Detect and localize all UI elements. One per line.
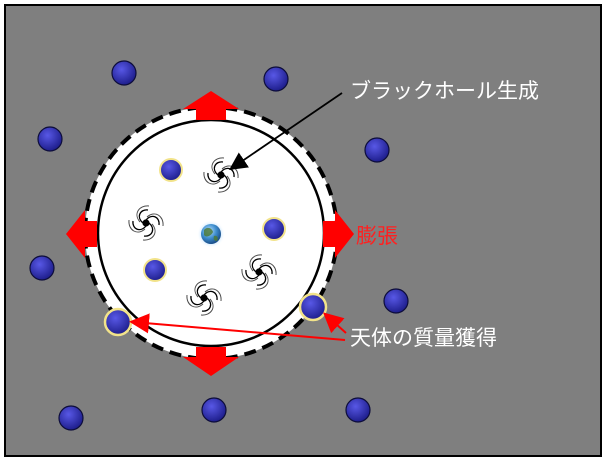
mass-gain-pointer-arrow-left <box>129 313 346 341</box>
celestial-body <box>37 126 63 152</box>
celestial-body-highlighted <box>143 258 167 282</box>
celestial-body <box>383 288 409 314</box>
celestial-body-highlighted <box>103 307 133 337</box>
celestial-body <box>364 137 390 163</box>
celestial-body <box>201 397 227 423</box>
inner-celestial-bodies <box>143 158 286 282</box>
red-arrow-icon <box>183 347 239 376</box>
black-hole-formation-label: ブラックホール生成 <box>350 79 539 103</box>
mass-gain-label: 天体の質量獲得 <box>350 326 497 350</box>
celestial-body <box>111 60 137 86</box>
expansion-arrows <box>66 91 354 376</box>
celestial-body <box>58 405 84 431</box>
red-arrow-icon <box>66 210 97 258</box>
expansion-label: 膨張 <box>356 224 398 248</box>
celestial-body <box>29 255 55 281</box>
red-arrow-icon <box>183 91 239 120</box>
red-arrow-icon <box>323 210 354 258</box>
celestial-body <box>263 66 289 92</box>
black-hole-pointer-arrow <box>229 92 343 171</box>
celestial-body-highlighted <box>298 292 328 322</box>
outer-celestial-bodies <box>29 60 409 431</box>
mass-gain-pointer-arrow-right <box>323 312 347 334</box>
celestial-body <box>345 397 371 423</box>
celestial-body-highlighted <box>262 217 286 241</box>
celestial-body-highlighted <box>159 158 183 182</box>
earth-icon <box>197 220 225 248</box>
mass-gaining-bodies <box>103 292 328 337</box>
